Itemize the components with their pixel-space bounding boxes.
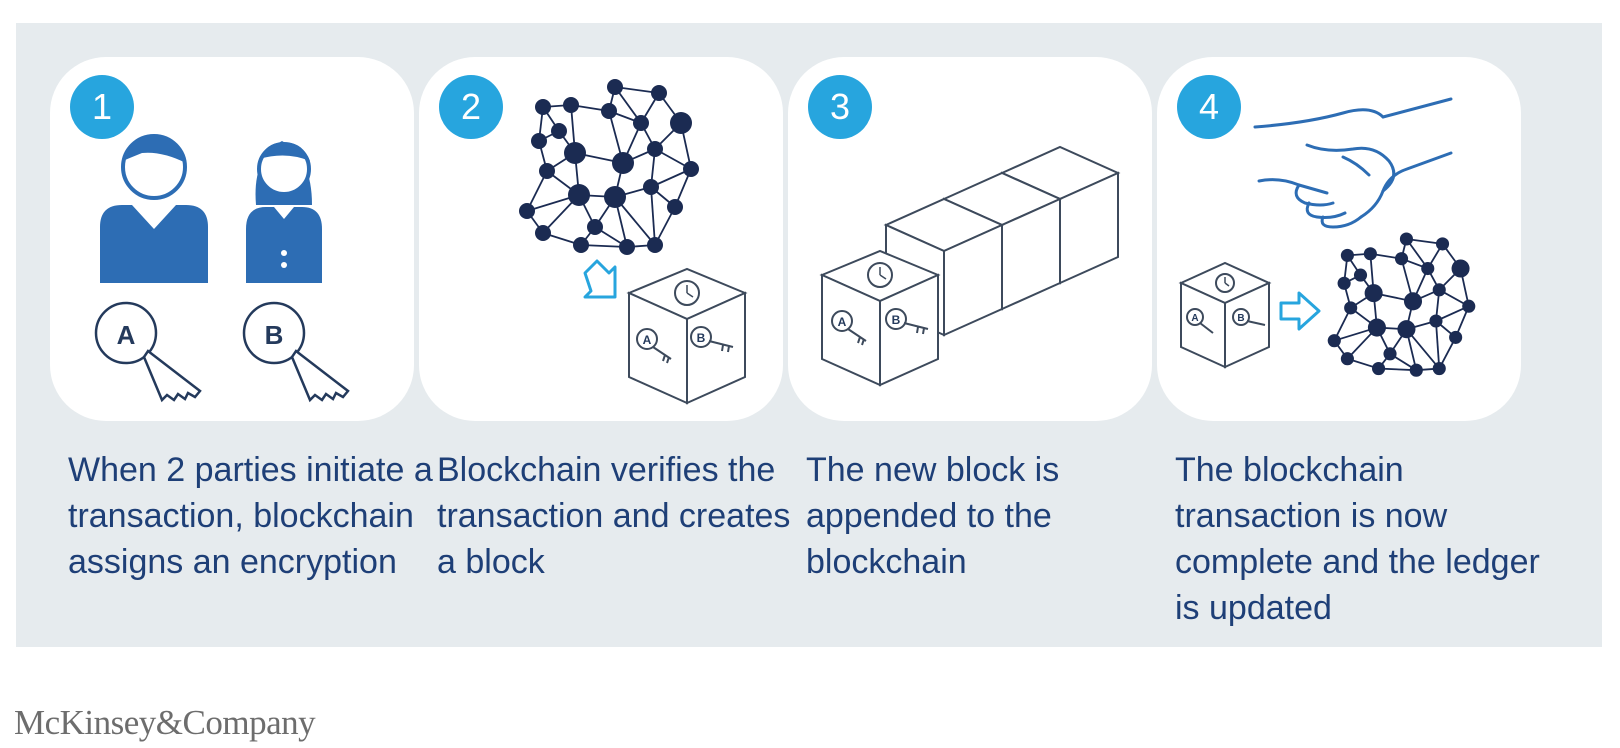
network-node bbox=[539, 163, 555, 179]
brand-logo: McKinsey&Company bbox=[14, 703, 316, 742]
woman-person-icon bbox=[246, 141, 322, 283]
network-node bbox=[1372, 362, 1386, 376]
network-node bbox=[1383, 347, 1397, 361]
network-node bbox=[1399, 232, 1413, 246]
network-node bbox=[1432, 283, 1446, 297]
infographic-panel: A B 1 When 2 parties initiate a transact… bbox=[16, 23, 1602, 647]
network-node bbox=[1397, 320, 1416, 339]
network-node bbox=[551, 123, 567, 139]
network-node bbox=[647, 141, 663, 157]
network-node bbox=[670, 112, 692, 134]
step-3-badge: 3 bbox=[808, 75, 872, 139]
block-chain-cubes bbox=[819, 145, 1121, 387]
network-node bbox=[563, 97, 579, 113]
step-4-card: A B 4 bbox=[1157, 57, 1521, 421]
network-node bbox=[1364, 284, 1383, 303]
step-2-badge: 2 bbox=[439, 75, 503, 139]
network-node bbox=[607, 79, 623, 95]
network-node bbox=[519, 203, 535, 219]
verify-illustration: A B bbox=[519, 79, 748, 405]
arrow-icon bbox=[1279, 291, 1321, 331]
block-cube-icon bbox=[1178, 261, 1272, 369]
network-node bbox=[643, 179, 659, 195]
network-node bbox=[1363, 247, 1377, 261]
network-node bbox=[667, 199, 683, 215]
man-person-icon bbox=[100, 134, 208, 283]
network-node bbox=[1344, 301, 1358, 315]
block-cube-icon bbox=[626, 267, 748, 405]
network-node bbox=[1432, 362, 1446, 376]
network-node bbox=[587, 219, 603, 235]
step-3: A B 3 The new block is appended to the b… bbox=[754, 23, 1152, 647]
network-node bbox=[535, 99, 551, 115]
step-2: A B 2 Blockchain verifies the transactio… bbox=[385, 23, 790, 647]
network-node bbox=[633, 115, 649, 131]
network-icon bbox=[519, 79, 699, 255]
step-2-caption: Blockchain verifies the transaction and … bbox=[437, 451, 791, 581]
key-icon-a bbox=[94, 301, 202, 403]
network-node bbox=[1403, 292, 1423, 311]
network-node bbox=[651, 85, 667, 101]
step-1-badge: 1 bbox=[70, 75, 134, 139]
network-node bbox=[1327, 334, 1341, 348]
network-node bbox=[604, 186, 626, 208]
key-a-label: A bbox=[1191, 313, 1198, 324]
key-a-label: A bbox=[643, 333, 652, 347]
step-3-caption: The new block is appended to the blockch… bbox=[806, 451, 1060, 581]
key-a-label: A bbox=[838, 315, 847, 329]
network-node bbox=[1451, 259, 1470, 278]
parties-illustration: A B bbox=[94, 134, 350, 403]
network-node bbox=[619, 239, 635, 255]
network-node bbox=[573, 237, 589, 253]
network-node bbox=[1429, 314, 1443, 328]
handshake-icon bbox=[1253, 97, 1453, 229]
append-illustration: A B bbox=[819, 145, 1121, 387]
arrow-icon bbox=[583, 259, 617, 299]
network-node bbox=[1353, 268, 1368, 282]
step-1-card: A B 1 bbox=[50, 57, 414, 421]
network-node bbox=[647, 237, 663, 253]
network-node bbox=[1409, 363, 1423, 377]
network-node bbox=[1421, 261, 1435, 276]
network-node bbox=[568, 184, 590, 206]
network-node bbox=[1462, 299, 1476, 313]
step-1-caption: When 2 parties initiate a transaction, b… bbox=[68, 451, 433, 581]
key-a-label: A bbox=[117, 320, 136, 350]
key-b-label: B bbox=[265, 320, 284, 350]
step-2-card: A B 2 bbox=[419, 57, 783, 421]
network-node bbox=[601, 103, 617, 119]
network-node bbox=[1394, 252, 1409, 266]
step-3-card: A B 3 bbox=[788, 57, 1152, 421]
network-node bbox=[612, 152, 634, 174]
key-b-label: B bbox=[1237, 313, 1244, 324]
network-node bbox=[1340, 352, 1354, 366]
key-b-label: B bbox=[892, 313, 901, 327]
network-node bbox=[683, 161, 699, 177]
step-4-caption: The blockchain transaction is now comple… bbox=[1175, 451, 1540, 627]
key-b-label: B bbox=[697, 331, 706, 345]
network-node bbox=[1449, 330, 1463, 344]
network-icon bbox=[1327, 232, 1476, 377]
network-node bbox=[564, 142, 586, 164]
network-node bbox=[1337, 276, 1351, 290]
network-node bbox=[1340, 248, 1354, 262]
step-1: A B 1 When 2 parties initiate a transact… bbox=[16, 23, 433, 647]
complete-illustration: A B bbox=[1178, 97, 1476, 377]
step-4: A B 4 The blockchain transaction is now … bbox=[1123, 23, 1540, 647]
key-icon-b bbox=[242, 301, 350, 403]
network-node bbox=[531, 133, 547, 149]
step-4-badge: 4 bbox=[1177, 75, 1241, 139]
network-node bbox=[535, 225, 551, 241]
network-node bbox=[1367, 318, 1386, 337]
network-node bbox=[1435, 237, 1450, 251]
